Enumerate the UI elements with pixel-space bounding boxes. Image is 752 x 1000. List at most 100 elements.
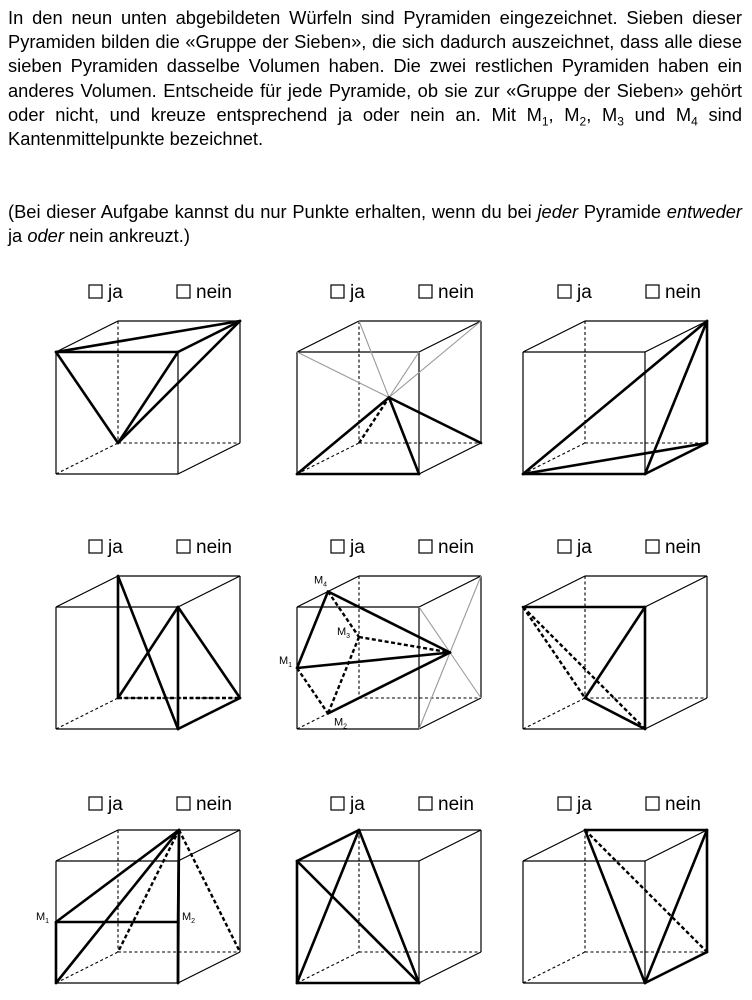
pyramid-edge	[176, 319, 242, 354]
midpoint-label-m1: M1	[279, 655, 292, 669]
pyramid-hidden-edge	[177, 829, 242, 953]
diagonal-line	[418, 652, 451, 730]
cube-edge	[644, 575, 708, 608]
pyramid-hidden-edge	[326, 636, 361, 714]
pyramid-edge	[326, 590, 452, 654]
pyramid-edge	[357, 828, 421, 985]
option-yes-label: ja	[349, 794, 365, 815]
option-no-label: nein	[665, 794, 701, 815]
note-emphasis: oder	[27, 225, 64, 247]
task-text: In den neun unten abgebildeten Würfeln s…	[8, 6, 742, 151]
no-checkbox[interactable]	[645, 284, 660, 299]
midpoint-subscript: 3	[346, 633, 350, 640]
cube-edge	[418, 697, 482, 730]
midpoint-subscript: 1	[288, 662, 292, 669]
pyramid-edge	[54, 828, 181, 985]
option-no-label: nein	[438, 537, 474, 558]
option-no-label: nein	[438, 794, 474, 815]
midpoint-subscript: 2	[343, 724, 347, 731]
note-part: Pyra­mide	[578, 201, 667, 222]
yes-checkbox[interactable]	[557, 539, 572, 554]
pyramid-edge	[116, 319, 242, 445]
midpoint-label-m4: M4	[314, 575, 327, 589]
diagonal-line	[388, 320, 482, 398]
pyramid-edge	[295, 828, 361, 863]
pyramid-edge	[116, 350, 180, 445]
no-checkbox[interactable]	[645, 539, 660, 554]
pyramid-hidden-edge	[327, 590, 360, 638]
no-checkbox[interactable]	[418, 284, 433, 299]
yes-checkbox[interactable]	[88, 796, 103, 811]
note-emphasis: jeder	[537, 201, 579, 222]
pyramid-edge	[295, 396, 391, 476]
yes-checkbox[interactable]	[330, 284, 345, 299]
diagonal-line	[449, 652, 482, 699]
pyramid-edge	[295, 828, 361, 985]
instruction-note: (Bei dieser Aufgabe kannst du nur Punkte…	[8, 200, 742, 248]
figure-8: ja nein	[295, 794, 482, 985]
note-part: (Bei dieser Aufgabe kannst du nur Punkte…	[8, 201, 538, 222]
no-checkbox[interactable]	[645, 796, 660, 811]
pyramid-hidden-edge	[522, 606, 586, 699]
pyramid-edge	[326, 651, 452, 715]
pyramid-hidden-edge	[296, 667, 329, 715]
note-emphasis: entweder	[666, 201, 743, 222]
pyramid-edge	[295, 590, 330, 670]
no-checkbox[interactable]	[418, 796, 433, 811]
cube-edge	[418, 829, 482, 862]
pyramid-edge	[116, 574, 180, 731]
cube-hidden-edge	[522, 951, 586, 984]
pyramid-edge	[521, 441, 709, 476]
midpoint-label-m2: M2	[334, 717, 347, 731]
pyramid-hidden-edge	[116, 829, 181, 953]
cube-edge	[177, 829, 241, 862]
no-checkbox[interactable]	[176, 284, 191, 299]
pyramid-edge	[295, 651, 452, 670]
pyramid-hidden-edge	[584, 829, 708, 953]
cube-edge	[177, 575, 241, 608]
no-checkbox[interactable]	[176, 539, 191, 554]
option-yes-label: ja	[576, 537, 592, 558]
pyramid-hidden-edge	[357, 396, 391, 444]
note-part: nein ankreuzt.)	[63, 225, 190, 247]
option-no-label: nein	[665, 537, 701, 558]
no-checkbox[interactable]	[418, 539, 433, 554]
cube-edge	[55, 575, 119, 608]
cube-hidden-edge	[522, 442, 586, 475]
pyramid-hidden-edge	[358, 635, 451, 654]
yes-checkbox[interactable]	[88, 284, 103, 299]
yes-checkbox[interactable]	[88, 539, 103, 554]
no-checkbox[interactable]	[176, 796, 191, 811]
yes-checkbox[interactable]	[330, 796, 345, 811]
cube-edge	[522, 829, 586, 862]
cube-hidden-edge	[55, 951, 119, 984]
option-no-label: nein	[196, 794, 232, 815]
task-text-part: , M	[586, 103, 618, 125]
cube-edge	[418, 575, 482, 608]
pyramid-edge	[295, 859, 421, 985]
task-text-part: In den neun unten abgebildeten Würfeln s…	[8, 7, 742, 125]
yes-checkbox[interactable]	[557, 796, 572, 811]
cube-edge	[644, 829, 708, 862]
cube-hidden-edge	[55, 442, 119, 475]
pyramid-edge	[643, 950, 709, 985]
figure-6: ja nein	[521, 537, 708, 731]
midpoint-label-m2: M2	[182, 911, 195, 925]
diagonal-line	[388, 351, 420, 398]
diagonal-line	[358, 320, 390, 398]
yes-checkbox[interactable]	[557, 284, 572, 299]
task-text-part: , M	[548, 103, 580, 125]
cube-edge	[644, 697, 708, 730]
task-text-part: sind Kantenmittelpunkte bezeichnet.	[8, 103, 743, 150]
pyramid-edge	[583, 828, 647, 985]
cube-edge	[177, 951, 241, 984]
yes-checkbox[interactable]	[330, 539, 345, 554]
diagonal-line	[449, 575, 482, 653]
cube-hidden-edge	[296, 951, 360, 984]
